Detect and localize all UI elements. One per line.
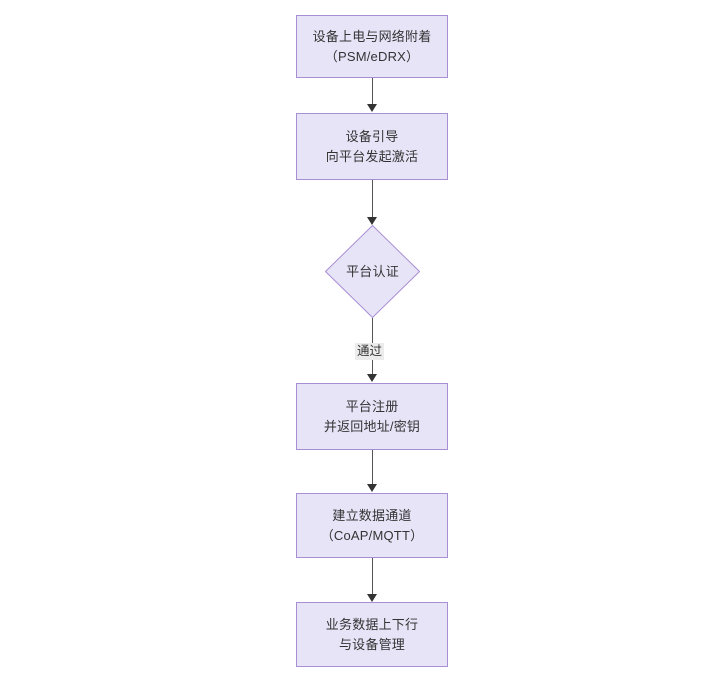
flow-node-business-data-line-1: 业务数据上下行 [325, 616, 419, 632]
flow-node-data-channel[interactable]: 建立数据通道 （CoAP/MQTT） [296, 493, 448, 558]
flow-node-device-bootstrap[interactable]: 设备引导 向平台发起激活 [296, 113, 448, 180]
flow-node-device-bootstrap-line-1: 设备引导 [345, 128, 399, 144]
connector-n4-n5 [372, 450, 373, 486]
connector-n2-n3 [372, 180, 373, 220]
arrowhead-n2-n3 [367, 217, 377, 225]
connector-n1-n2 [372, 78, 373, 106]
arrowhead-n1-n2 [367, 104, 377, 112]
arrowhead-n5-n6 [367, 594, 377, 602]
connector-n5-n6 [372, 558, 373, 596]
flow-node-platform-register-line-1: 平台注册 [345, 398, 399, 414]
flow-node-business-data[interactable]: 业务数据上下行 与设备管理 [296, 602, 448, 667]
arrowhead-n3-n4 [367, 374, 377, 382]
flow-node-data-channel-line-1: 建立数据通道 [332, 507, 412, 523]
arrowhead-n4-n5 [367, 484, 377, 492]
flow-node-power-on-line-2: （PSM/eDRX） [324, 48, 420, 64]
flow-node-platform-auth[interactable]: 平台认证 [325, 225, 420, 318]
flow-node-business-data-line-2: 与设备管理 [338, 636, 405, 652]
flow-node-device-bootstrap-line-2: 向平台发起激活 [325, 148, 419, 164]
flow-node-platform-register[interactable]: 平台注册 并返回地址/密钥 [296, 383, 448, 450]
diamond-shape-icon [325, 225, 420, 318]
flow-node-power-on-line-1: 设备上电与网络附着 [312, 28, 432, 44]
flow-node-power-on[interactable]: 设备上电与网络附着 （PSM/eDRX） [296, 15, 448, 78]
flow-node-platform-register-line-2: 并返回地址/密钥 [323, 418, 421, 434]
edge-label-pass: 通过 [355, 343, 385, 360]
flow-node-data-channel-line-2: （CoAP/MQTT） [320, 527, 424, 543]
flow-node-platform-auth-label: 平台认证 [346, 263, 399, 279]
